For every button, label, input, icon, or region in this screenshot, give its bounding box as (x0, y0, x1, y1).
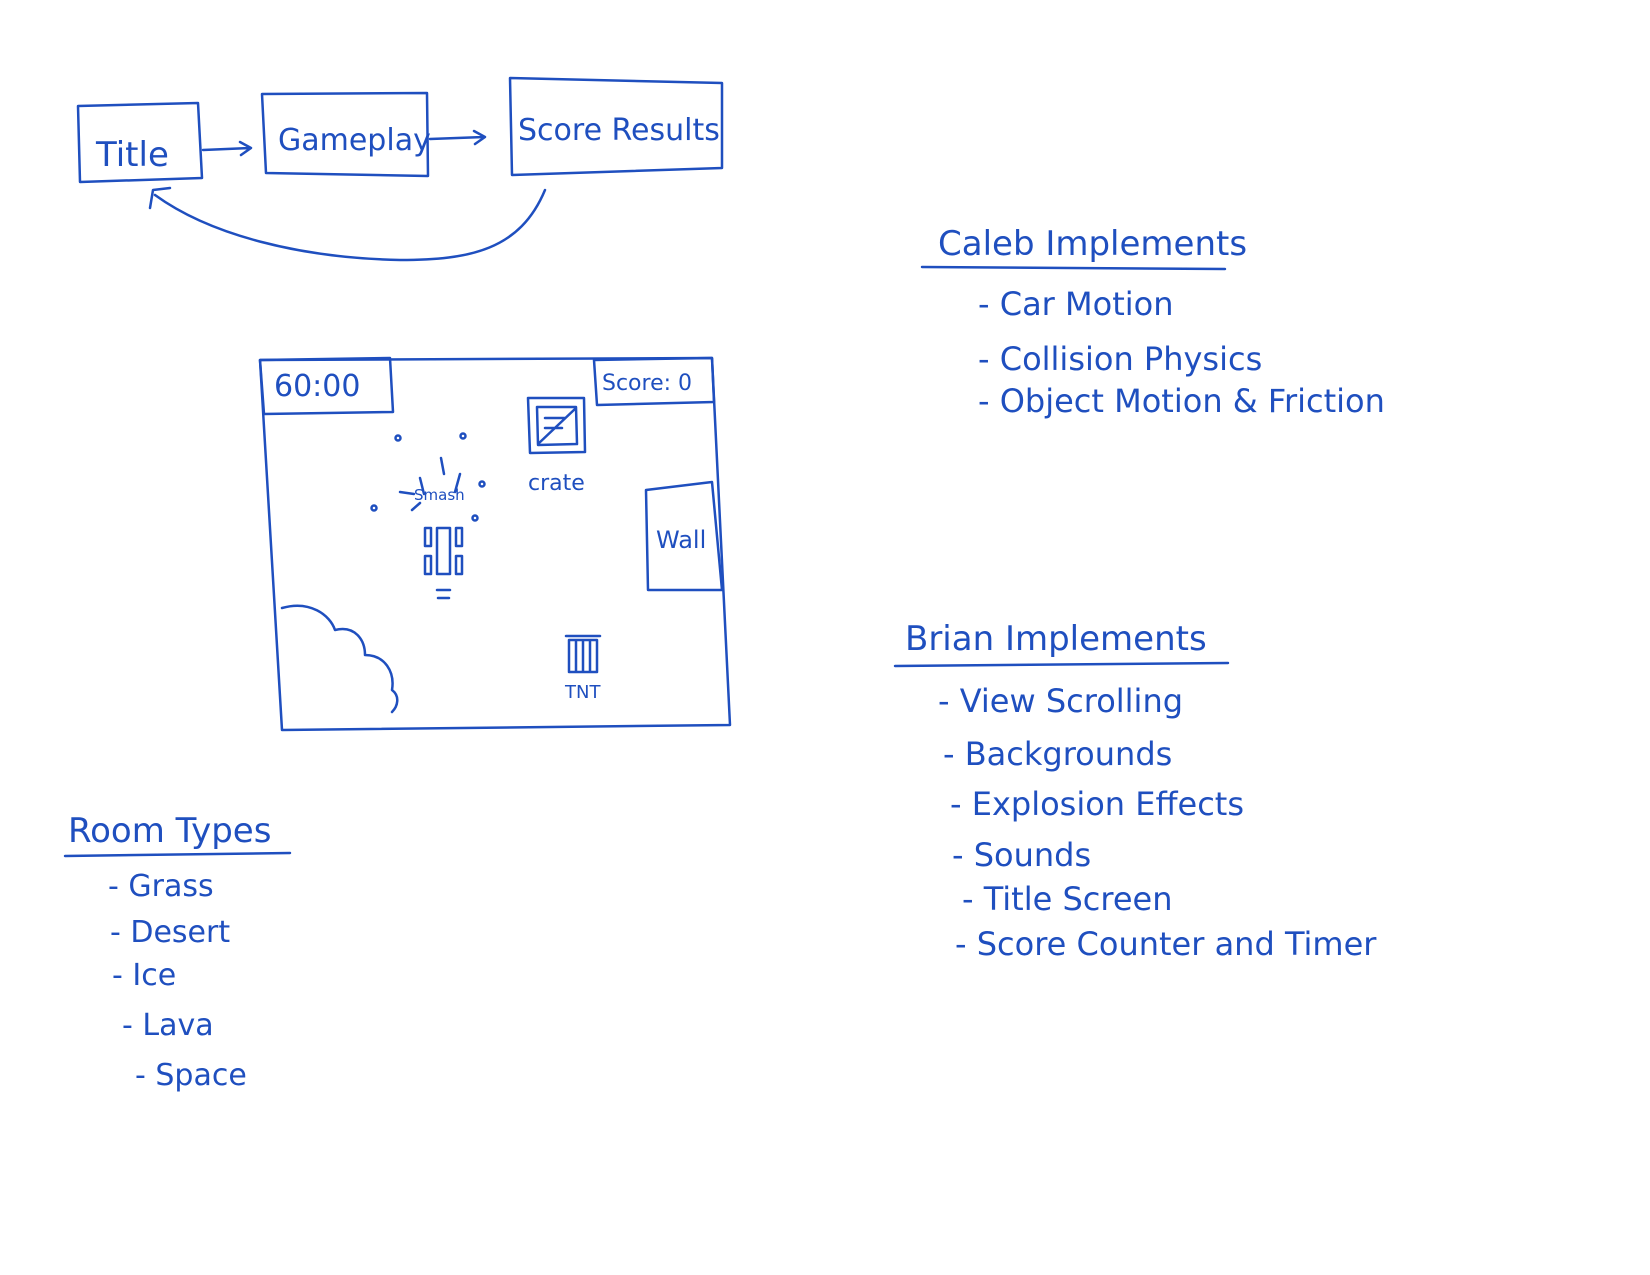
tnt-label: TNT (564, 682, 601, 703)
debris-dot-2 (459, 432, 467, 440)
car-body (435, 526, 452, 576)
title-state-label: Title (95, 135, 169, 175)
caleb-item-object-motion: - Object Motion & Friction (978, 382, 1385, 420)
brian-item-view-scrolling: - View Scrolling (938, 682, 1183, 720)
room-type-space: - Space (135, 1058, 247, 1093)
gameplay-state-label: Gameplay (278, 123, 431, 158)
arrow-gameplay-to-score (428, 129, 487, 146)
wall-label: Wall (656, 526, 706, 554)
timer-text: 60:00 (274, 369, 360, 404)
tnt-bundle (564, 634, 602, 674)
arrow-score-to-title (148, 186, 547, 262)
debris-dot-4 (370, 504, 378, 512)
exhaust-lines (435, 588, 452, 600)
room-type-grass: - Grass (108, 869, 214, 904)
caleb-heading-underline (920, 265, 1227, 271)
brian-heading-underline (893, 661, 1230, 668)
brian-item-sounds: - Sounds (952, 836, 1091, 874)
score-box (592, 356, 716, 407)
room-types-heading-underline (63, 851, 292, 858)
caleb-item-car-motion: - Car Motion (978, 285, 1173, 323)
room-type-lava: - Lava (122, 1008, 214, 1043)
caleb-item-collision-physics: - Collision Physics (978, 340, 1262, 378)
debris-dot-1 (394, 434, 402, 442)
score-results-box (508, 76, 724, 177)
score-results-state-label: Score Results (518, 113, 720, 148)
brian-item-score-counter: - Score Counter and Timer (955, 925, 1377, 963)
car-wheels (423, 526, 464, 576)
title-box (76, 101, 204, 184)
smash-label: Smash (414, 486, 465, 504)
crate-inner (535, 405, 579, 447)
debris-dot-3 (478, 480, 486, 488)
room-types-heading: Room Types (68, 811, 271, 851)
caleb-heading: Caleb Implements (938, 224, 1247, 264)
score-text: Score: 0 (602, 371, 692, 396)
brian-item-explosion-effects: - Explosion Effects (950, 785, 1244, 823)
brian-item-title-screen: - Title Screen (962, 880, 1172, 918)
wall-box (644, 480, 724, 592)
brian-item-backgrounds: - Backgrounds (943, 735, 1172, 773)
crate-label: crate (528, 471, 585, 496)
brian-heading: Brian Implements (905, 619, 1207, 659)
crate-box (526, 396, 587, 455)
gameplay-box (260, 91, 430, 178)
timer-box (258, 356, 395, 416)
room-type-ice: - Ice (112, 958, 176, 993)
smash-lines (398, 456, 462, 512)
arrow-title-to-gameplay (201, 140, 253, 157)
debris-dot-5 (471, 514, 479, 522)
room-type-desert: - Desert (110, 915, 230, 950)
game-screen-frame (258, 356, 732, 732)
hill-shape (280, 604, 399, 714)
